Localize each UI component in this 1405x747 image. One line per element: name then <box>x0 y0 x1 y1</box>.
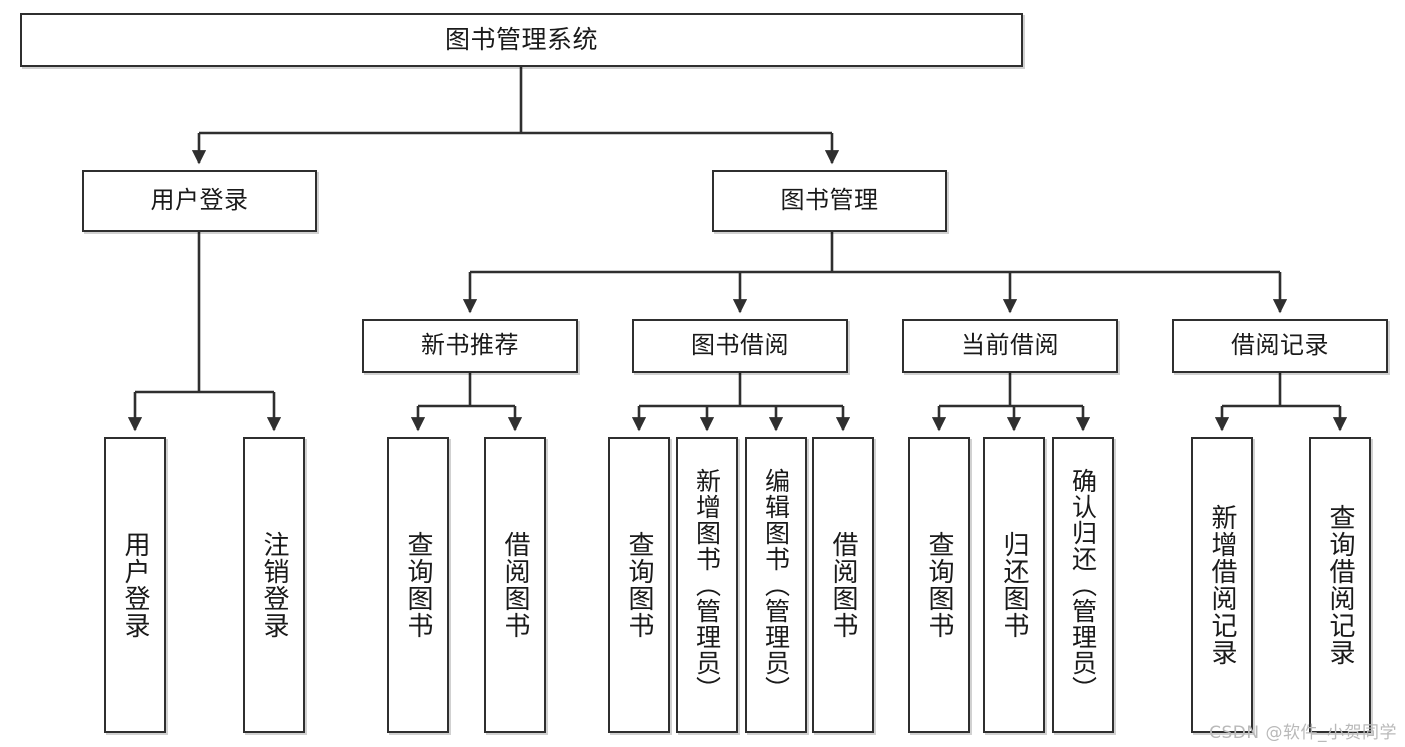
node-book-borrow-label: 图书借阅 <box>691 331 789 360</box>
node-current-borrow[interactable]: 当前借阅 <box>902 319 1118 373</box>
node-leaf-query-record[interactable]: 查询借阅记录 <box>1309 437 1371 733</box>
node-leaf-query-book-borrow[interactable]: 查询图书 <box>608 437 670 733</box>
node-borrow-record-label: 借阅记录 <box>1231 331 1329 360</box>
node-leaf-edit-book[interactable]: 编辑图书（管理员） <box>745 437 807 733</box>
node-leaf-return-book[interactable]: 归还图书 <box>983 437 1045 733</box>
node-book-manage[interactable]: 图书管理 <box>712 170 947 232</box>
node-new-book-rec-label: 新书推荐 <box>421 331 519 360</box>
node-user-login-label: 用户登录 <box>150 186 249 215</box>
node-leaf-return-book-label: 归还图书 <box>999 531 1030 639</box>
node-new-book-rec[interactable]: 新书推荐 <box>362 319 578 373</box>
node-leaf-borrow-book-rec-label: 借阅图书 <box>500 531 531 639</box>
node-leaf-user-logout[interactable]: 注销登录 <box>243 437 305 733</box>
node-leaf-user-logout-label: 注销登录 <box>259 531 290 639</box>
node-leaf-add-record[interactable]: 新增借阅记录 <box>1191 437 1253 733</box>
node-leaf-add-book-label: 新增图书（管理员） <box>692 468 722 702</box>
node-leaf-user-login-label: 用户登录 <box>120 531 151 639</box>
node-leaf-query-book-cur[interactable]: 查询图书 <box>908 437 970 733</box>
node-borrow-record[interactable]: 借阅记录 <box>1172 319 1388 373</box>
node-leaf-query-book-rec-label: 查询图书 <box>403 531 434 639</box>
node-leaf-borrow-book[interactable]: 借阅图书 <box>812 437 874 733</box>
node-leaf-add-book[interactable]: 新增图书（管理员） <box>676 437 738 733</box>
node-root[interactable]: 图书管理系统 <box>20 13 1023 67</box>
node-leaf-query-book-rec[interactable]: 查询图书 <box>387 437 449 733</box>
node-leaf-query-record-label: 查询借阅记录 <box>1325 504 1356 666</box>
node-leaf-add-record-label: 新增借阅记录 <box>1207 504 1238 666</box>
node-leaf-borrow-book-label: 借阅图书 <box>828 531 859 639</box>
node-current-borrow-label: 当前借阅 <box>961 331 1059 360</box>
node-book-manage-label: 图书管理 <box>780 186 879 215</box>
node-leaf-confirm-return-label: 确认归还（管理员） <box>1068 468 1098 702</box>
node-root-label: 图书管理系统 <box>444 24 598 54</box>
node-leaf-edit-book-label: 编辑图书（管理员） <box>761 468 791 702</box>
csdn-watermark: CSDN @软件_小贺同学 <box>1209 723 1397 743</box>
node-user-login[interactable]: 用户登录 <box>82 170 317 232</box>
node-book-borrow[interactable]: 图书借阅 <box>632 319 848 373</box>
node-leaf-user-login[interactable]: 用户登录 <box>104 437 166 733</box>
node-leaf-confirm-return[interactable]: 确认归还（管理员） <box>1052 437 1114 733</box>
node-leaf-borrow-book-rec[interactable]: 借阅图书 <box>484 437 546 733</box>
node-leaf-query-book-borrow-label: 查询图书 <box>624 531 655 639</box>
node-leaf-query-book-cur-label: 查询图书 <box>924 531 955 639</box>
